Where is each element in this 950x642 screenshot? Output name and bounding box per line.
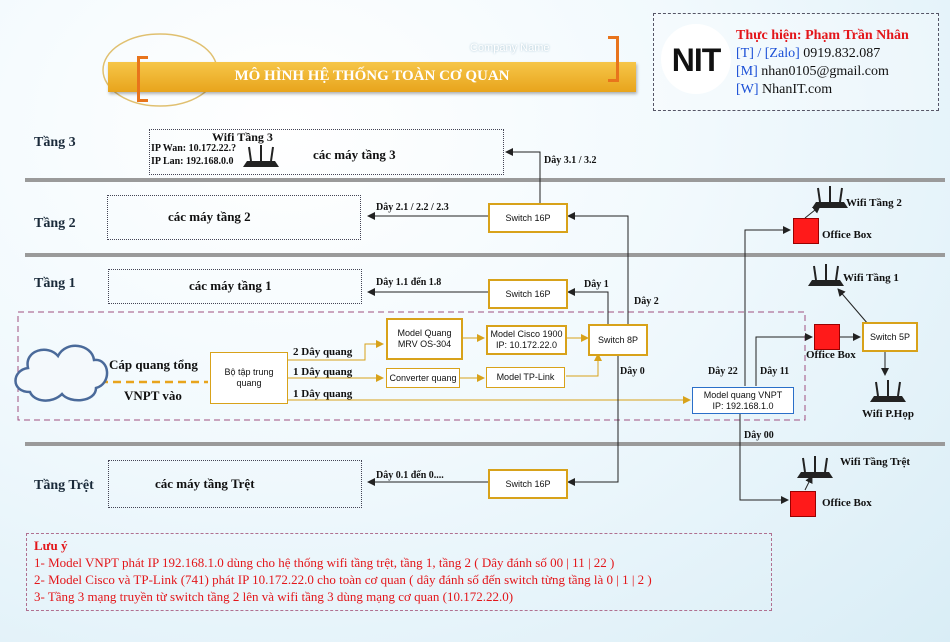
one-fiber-label-b: 1 Dây quang [293, 388, 353, 400]
one-fiber-label-a: 1 Dây quang [293, 366, 353, 378]
notes-box [26, 533, 772, 611]
office-box-ground[interactable] [790, 491, 816, 517]
wire-label-day22: Dây 22 [708, 366, 738, 377]
floor-label-1: Tầng 1 [34, 276, 76, 291]
contact-web-row: [W] NhanIT.com [736, 82, 832, 98]
model-vnpt-ip: IP: 192.168.1.0 [712, 400, 774, 411]
note-2: 2- Model Cisco và TP-Link (741) phát IP … [34, 572, 652, 587]
wifi-meeting-label: Wifi P.Họp [862, 408, 914, 420]
mail-value[interactable]: nhan0105@gmail.com [761, 64, 889, 79]
web-tag: [W] [736, 82, 759, 97]
wifi-ground-label: Wifi Tầng Trệt [840, 456, 911, 468]
bracket-right [608, 36, 619, 82]
equipment-region [17, 311, 806, 421]
wire-label-d11: Dây 1.1 đến 1.8 [376, 277, 442, 288]
mail-tag: [M] [736, 64, 758, 79]
contact-box: NIT Thực hiện: Phạm Trần Nhân [T] / [Zal… [653, 13, 939, 111]
wifi-router-icon [797, 456, 833, 478]
wire-label-d31: Dây 3.1 / 3.2 [544, 155, 597, 166]
wifi-floor1-label: Wifi Tầng 1 [843, 272, 899, 284]
wifi-router-icon [808, 264, 844, 286]
ground-machines: các máy tầng Trệt [155, 476, 255, 491]
contact-author: Thực hiện: Phạm Trần Nhân [736, 28, 909, 43]
converter-quang[interactable]: Converter quang [386, 368, 460, 388]
switch-5p[interactable]: Switch 5P [862, 322, 918, 352]
cloud-icon [14, 344, 109, 402]
ground-group: các máy tầng Trệt [108, 460, 362, 508]
wire-label-day0: Dây 0 [620, 366, 645, 377]
floor3-wan: IP Wan: 10.172.22.? [151, 143, 237, 154]
page-title: MÔ HÌNH HỆ THỐNG TOÀN CƠ QUAN [234, 68, 510, 84]
wifi-router-icon [243, 145, 279, 167]
floor-separator-3 [25, 178, 945, 182]
web-value[interactable]: NhanIT.com [762, 82, 833, 97]
fiber-in-label-1: Cáp quang tổng [109, 357, 198, 372]
wifi-router-icon [870, 380, 906, 402]
model-cisco[interactable]: Model Cisco 1900 IP: 10.172.22.0 [486, 325, 567, 355]
notes-title: Lưu ý [34, 538, 68, 553]
office-box-floor1[interactable] [814, 324, 840, 350]
switch-16p-floor1[interactable]: Switch 16P [488, 279, 568, 309]
model-cisco-ip: IP: 10.172.22.0 [495, 340, 558, 350]
switch-16p-floor2[interactable]: Switch 16P [488, 203, 568, 233]
office-box-ground-label: Office Box [822, 497, 872, 509]
note-3: 3- Tầng 3 mạng truyền từ switch tầng 2 l… [34, 589, 514, 604]
model-mrv-label: Model Quang MRV OS-304 [397, 328, 452, 349]
wire-label-day11: Dây 11 [760, 366, 790, 377]
wire-label-day1: Dây 1 [584, 279, 609, 290]
switch-16p-ground[interactable]: Switch 16P [488, 469, 568, 499]
phone-value: 0919.832.087 [803, 46, 881, 61]
floor-label-2: Tầng 2 [34, 216, 76, 231]
title-banner: MÔ HÌNH HỆ THỐNG TOÀN CƠ QUAN [108, 62, 636, 92]
wire-label-d01: Dây 0.1 đến 0.... [376, 470, 444, 481]
logo-text: NIT [671, 42, 722, 78]
model-tplink[interactable]: Model TP-Link [486, 367, 565, 388]
office-box-floor2-label: Office Box [822, 229, 872, 241]
logo-circle: NIT [661, 24, 731, 94]
floor1-group: các máy tầng 1 [108, 269, 362, 304]
model-mrv[interactable]: Model Quang MRV OS-304 [386, 318, 463, 360]
company-placeholder: Company Name [470, 42, 550, 54]
floor-separator-1 [25, 442, 945, 446]
floor-label-ground: Tầng Trệt [34, 478, 94, 493]
contact-phone-row: [T] / [Zalo] 0919.832.087 [736, 46, 880, 62]
office-box-floor2[interactable] [793, 218, 819, 244]
floor-separator-2 [25, 253, 945, 257]
floor3-wifi-label: Wifi Tầng 3 [212, 130, 273, 144]
floor3-machines: các máy tầng 3 [313, 147, 396, 162]
floor1-machines: các máy tầng 1 [189, 278, 272, 293]
office-box-floor1-label: Office Box [806, 349, 856, 361]
contact-mail-row: [M] nhan0105@gmail.com [736, 64, 889, 80]
wire-label-day00: Dây 00 [744, 430, 774, 441]
wifi-router-icon [812, 186, 848, 208]
bracket-left [137, 56, 148, 102]
floor3-group: Wifi Tầng 3 IP Wan: 10.172.22.? IP Lan: … [149, 129, 504, 175]
floor2-group: các máy tầng 2 [107, 195, 361, 240]
two-fiber-label: 2 Dây quang [293, 346, 353, 358]
model-vnpt[interactable]: Model quang VNPT IP: 192.168.1.0 [692, 387, 794, 414]
floor2-machines: các máy tầng 2 [168, 209, 251, 224]
floor-label-3: Tầng 3 [34, 135, 76, 150]
floor3-lan: IP Lan: 192.168.0.0 [151, 156, 234, 167]
note-1: 1- Model VNPT phát IP 192.168.1.0 dùng c… [34, 555, 615, 570]
fiber-hub[interactable]: Bộ tập trung quang [210, 352, 288, 404]
fiber-in-label-2: VNPT vào [124, 388, 182, 403]
wire-label-d21: Dây 2.1 / 2.2 / 2.3 [376, 202, 449, 213]
model-cisco-name: Model Cisco 1900 [490, 329, 563, 339]
phone-tag: [T] / [Zalo] [736, 46, 800, 61]
wifi-floor2-label: Wifi Tầng 2 [846, 197, 902, 209]
model-vnpt-name: Model quang VNPT [703, 389, 783, 400]
wire-label-day2: Dây 2 [634, 296, 659, 307]
switch-8p[interactable]: Switch 8P [588, 324, 648, 356]
